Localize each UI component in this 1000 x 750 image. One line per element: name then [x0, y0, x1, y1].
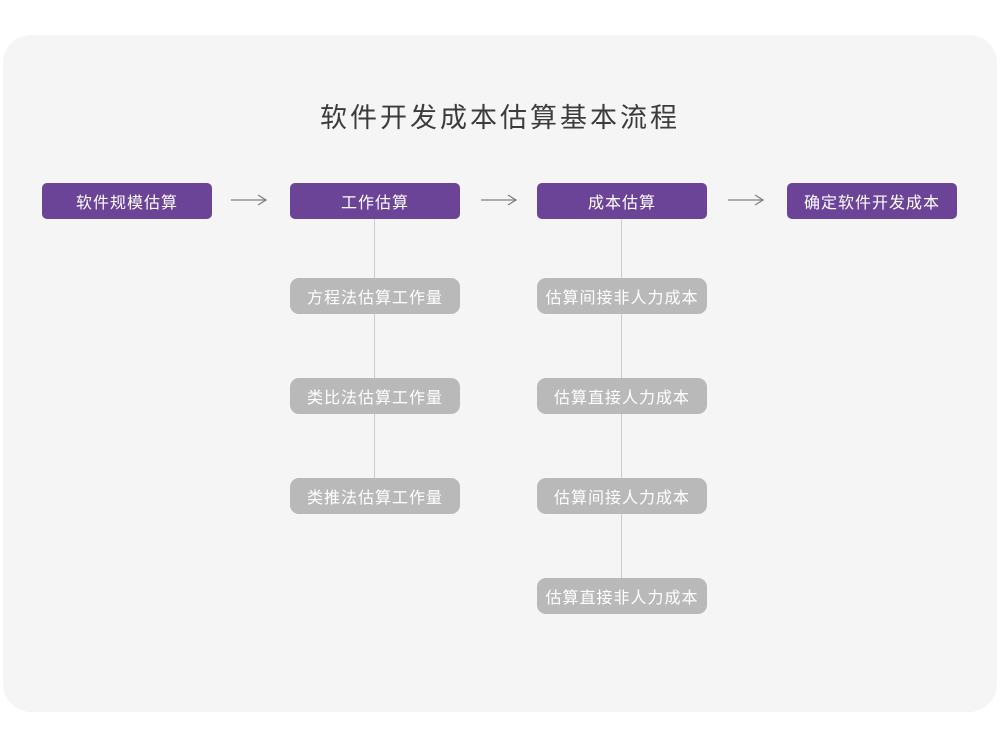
arrow-right-icon [728, 194, 765, 206]
diagram-title: 软件开发成本估算基本流程 [320, 103, 680, 133]
work-method-node-analogy: 类比法估算工作量 [290, 378, 460, 414]
work-method-node-extrapolation: 类推法估算工作量 [290, 478, 460, 514]
arrow-right-icon [231, 194, 268, 206]
stage-node-determine-dev-cost: 确定软件开发成本 [787, 183, 957, 219]
cost-step-node-direct-labor: 估算直接人力成本 [537, 378, 707, 414]
stage-node-work-estimation: 工作估算 [290, 183, 460, 219]
stage-node-software-scale-estimation: 软件规模估算 [42, 183, 212, 219]
cost-step-node-direct-nonlabor: 估算直接非人力成本 [537, 578, 707, 614]
stage-node-cost-estimation: 成本估算 [537, 183, 707, 219]
cost-step-node-indirect-nonlabor: 估算间接非人力成本 [537, 278, 707, 314]
arrow-right-icon [481, 194, 518, 206]
work-method-node-equation: 方程法估算工作量 [290, 278, 460, 314]
cost-step-node-indirect-labor: 估算间接人力成本 [537, 478, 707, 514]
connector-line-work-estimation [374, 218, 375, 495]
diagram-card [3, 35, 997, 712]
